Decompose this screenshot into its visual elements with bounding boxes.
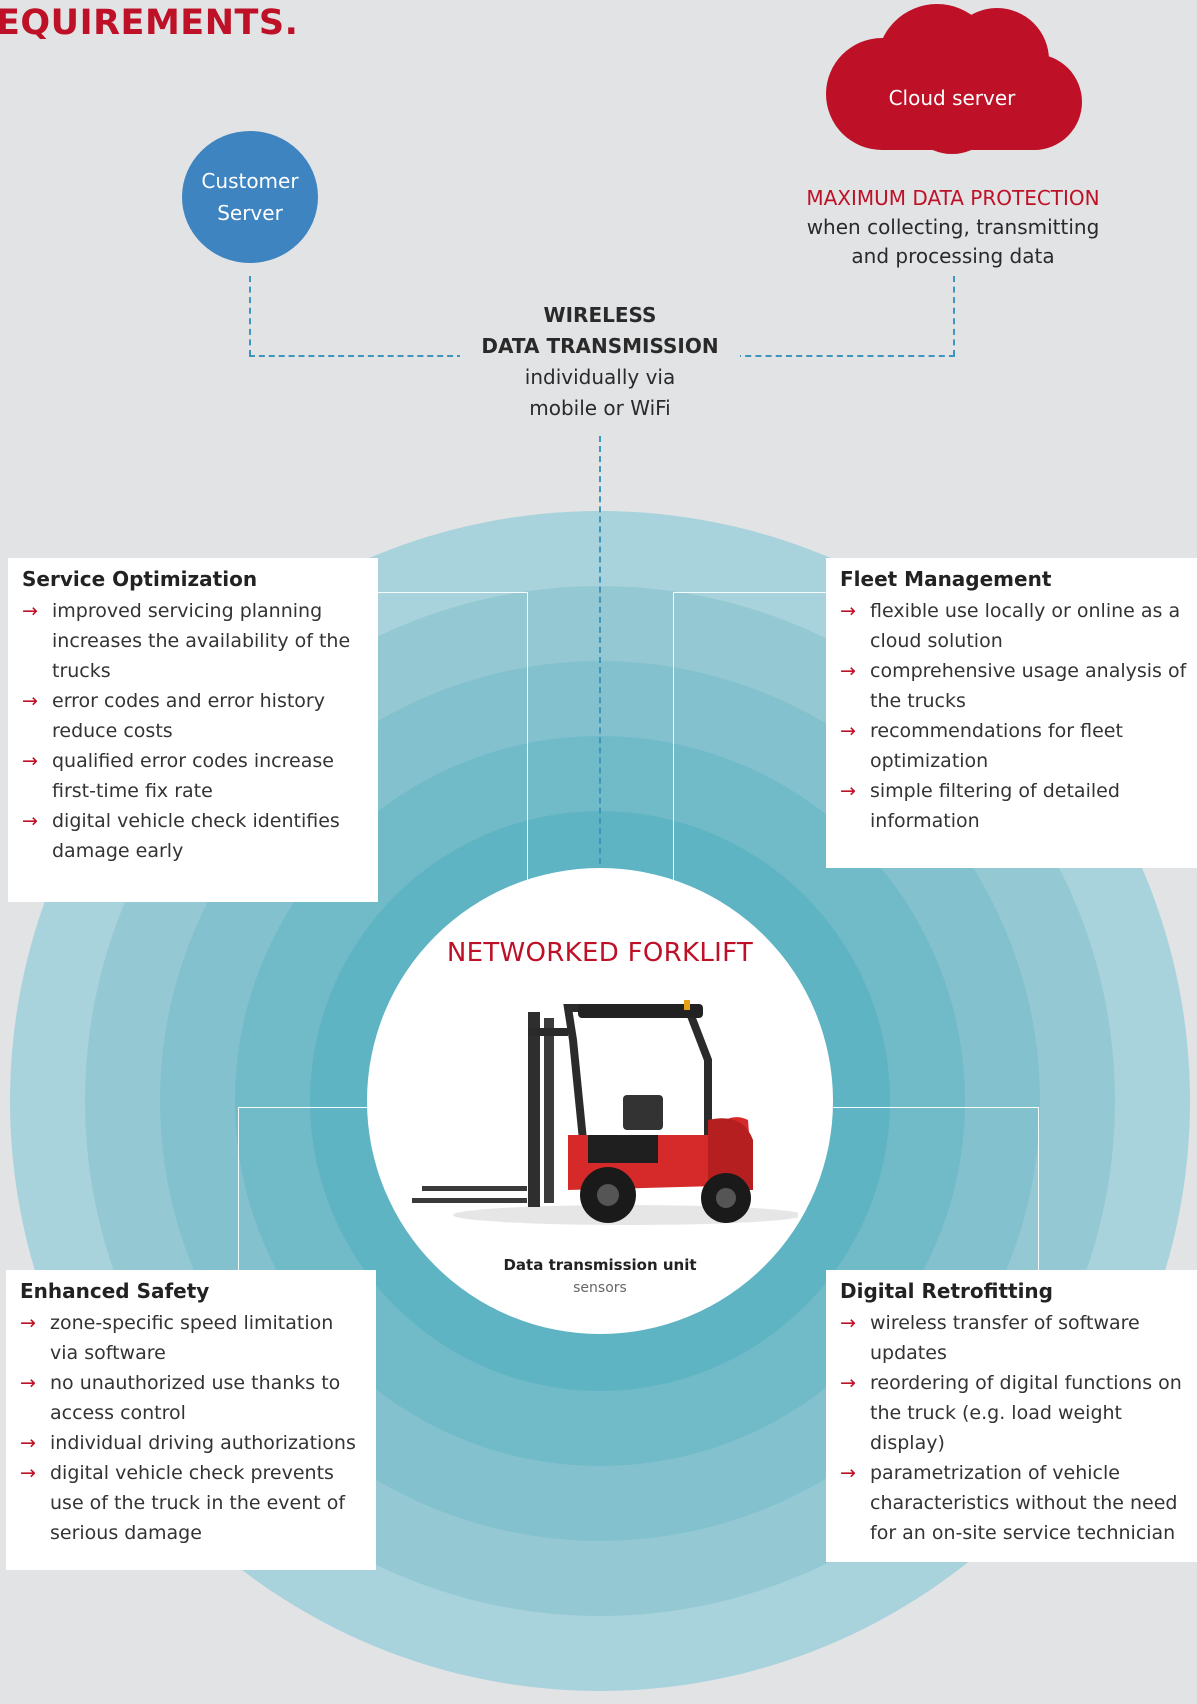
protection-line1: when collecting, transmitting: [806, 215, 1100, 239]
card-title: Enhanced Safety: [20, 1279, 210, 1303]
list-item: →error codes and error history reduce co…: [22, 686, 368, 746]
arrow-right-icon: →: [840, 720, 856, 742]
forklift-image: [412, 1000, 798, 1225]
wireless-line4: mobile or WiFi: [529, 396, 671, 420]
card-service-optimization: Service Optimization →improved servicing…: [8, 558, 378, 902]
list-item: →flexible use locally or online as a clo…: [840, 596, 1187, 656]
arrow-right-icon: →: [20, 1462, 36, 1484]
list-item: →reordering of digital functions on the …: [840, 1368, 1187, 1458]
networked-forklift-title: NETWORKED FORKLIFT: [446, 938, 754, 968]
cloud-dash-horizontal: [735, 355, 955, 357]
card-title: Service Optimization: [22, 567, 258, 591]
arrow-right-icon: →: [840, 1372, 856, 1394]
arrow-right-icon: →: [840, 1462, 856, 1484]
arrow-right-icon: →: [20, 1312, 36, 1334]
list-item: →simple filtering of detailed informatio…: [840, 776, 1187, 836]
cloud-dash-vertical: [953, 276, 955, 356]
networked-forklift-disc: [367, 868, 833, 1334]
benefit-list: →improved servicing planning increases t…: [22, 596, 368, 866]
list-item: →zone-specific speed limitation via soft…: [20, 1308, 366, 1368]
list-item: →wireless transfer of software updates: [840, 1308, 1187, 1368]
retrofit-connector: [802, 1107, 1039, 1273]
customer-server-line1: Customer: [201, 169, 299, 193]
wireless-line2: DATA TRANSMISSION: [481, 334, 719, 358]
list-item: →digital vehicle check prevents use of t…: [20, 1458, 366, 1548]
customer-server-node: Customer Server: [182, 131, 318, 263]
list-item: →individual driving authorizations: [20, 1428, 366, 1458]
wireless-line3: individually via: [524, 365, 676, 389]
benefit-list: →flexible use locally or online as a clo…: [840, 596, 1187, 836]
arrow-right-icon: →: [22, 810, 38, 832]
list-item: →parametrization of vehicle characterist…: [840, 1458, 1187, 1548]
customer-server-line2: Server: [217, 201, 283, 225]
customer-dash-vertical: [249, 276, 251, 356]
benefit-list: →wireless transfer of software updates →…: [840, 1308, 1187, 1548]
transmission-unit-label: Data transmission unit: [503, 1256, 697, 1274]
list-item: →digital vehicle check identifies damage…: [22, 806, 368, 866]
cloud-server-label: Cloud server: [888, 86, 1016, 110]
arrow-right-icon: →: [20, 1372, 36, 1394]
protection-line2: and processing data: [851, 244, 1055, 268]
customer-dash-horizontal: [249, 355, 463, 357]
sensors-label: sensors: [573, 1280, 627, 1296]
cloud-server-node: Cloud server: [812, 2, 1092, 158]
page-title: EQUIREMENTS.: [0, 3, 299, 43]
arrow-right-icon: →: [840, 660, 856, 682]
arrow-right-icon: →: [20, 1432, 36, 1454]
card-title: Fleet Management: [840, 567, 1052, 591]
arrow-right-icon: →: [840, 1312, 856, 1334]
arrow-right-icon: →: [22, 750, 38, 772]
arrow-right-icon: →: [22, 690, 38, 712]
list-item: →qualified error codes increase first-ti…: [22, 746, 368, 806]
card-fleet-management: Fleet Management →flexible use locally o…: [826, 558, 1197, 868]
fleet-connector: [673, 592, 829, 883]
card-enhanced-safety: Enhanced Safety →zone-specific speed lim…: [6, 1270, 376, 1570]
arrow-right-icon: →: [840, 780, 856, 802]
arrow-right-icon: →: [840, 600, 856, 622]
list-item: →improved servicing planning increases t…: [22, 596, 368, 686]
safety-connector: [238, 1107, 399, 1273]
card-title: Digital Retrofitting: [840, 1279, 1053, 1303]
forklift-dash-vertical: [599, 436, 601, 874]
list-item: →comprehensive usage analysis of the tru…: [840, 656, 1187, 716]
benefit-list: →zone-specific speed limitation via soft…: [20, 1308, 366, 1548]
wireless-line1: WIRELESS: [543, 303, 657, 327]
data-protection-note: MAXIMUM DATA PROTECTION when collecting,…: [770, 184, 1136, 271]
card-digital-retrofitting: Digital Retrofitting →wireless transfer …: [826, 1270, 1197, 1562]
protection-headline: MAXIMUM DATA PROTECTION: [806, 186, 1100, 210]
list-item: →no unauthorized use thanks to access co…: [20, 1368, 366, 1428]
arrow-right-icon: →: [22, 600, 38, 622]
list-item: →recommendations for fleet optimization: [840, 716, 1187, 776]
wireless-transmission-label: WIRELESS DATA TRANSMISSION individually …: [460, 300, 740, 424]
service-connector: [378, 592, 528, 883]
cloud-icon: [826, 4, 1082, 154]
